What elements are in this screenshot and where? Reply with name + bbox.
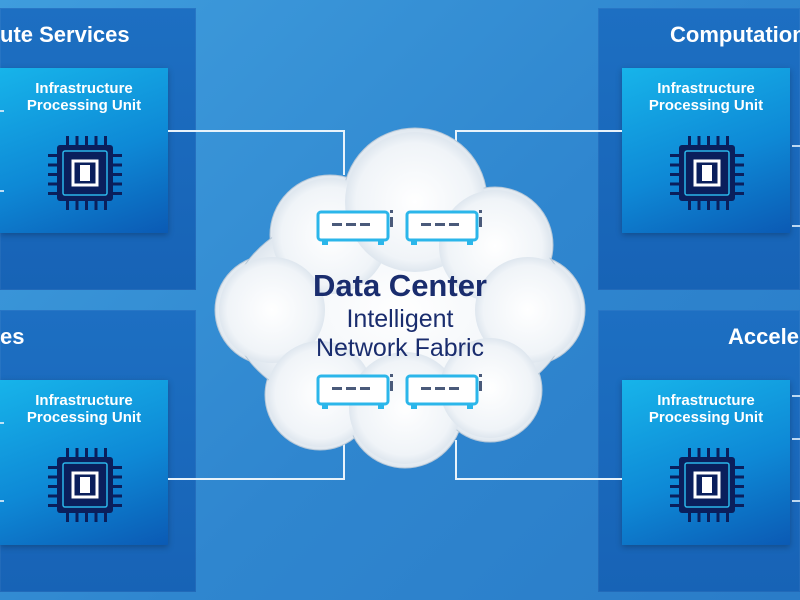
edge-connector [792, 145, 800, 147]
processor-chip-icon [48, 448, 122, 522]
connection-line [455, 478, 622, 480]
processor-chip-icon [670, 136, 744, 210]
cloud-subtitle-line1: Intelligent [346, 305, 454, 333]
edge-connector [792, 500, 800, 502]
connection-line [455, 440, 457, 480]
connection-line [343, 130, 345, 175]
server-icon [316, 210, 393, 245]
panel-title: es [0, 324, 25, 349]
panel-title: Computation [670, 22, 800, 47]
processor-chip-icon [670, 448, 744, 522]
cloud-title: Data Center [313, 268, 487, 303]
edge-connector [792, 225, 800, 227]
cloud-subtitle-line2: Network Fabric [315, 334, 485, 362]
edge-connector [792, 438, 800, 440]
edge-connector [0, 110, 4, 112]
edge-connector [0, 190, 4, 192]
panel-title: ute Services [0, 22, 130, 47]
connection-line [168, 130, 344, 132]
connection-line [455, 130, 457, 175]
connection-line [168, 478, 344, 480]
edge-connector [792, 395, 800, 397]
server-icon [316, 374, 393, 409]
server-icon [405, 374, 482, 409]
edge-connector [0, 422, 4, 424]
server-icon [405, 210, 482, 245]
edge-connector [0, 500, 4, 502]
connection-line [455, 130, 622, 132]
connection-line [343, 440, 345, 480]
processor-chip-icon [48, 136, 122, 210]
panel-title: Accele [728, 324, 799, 349]
